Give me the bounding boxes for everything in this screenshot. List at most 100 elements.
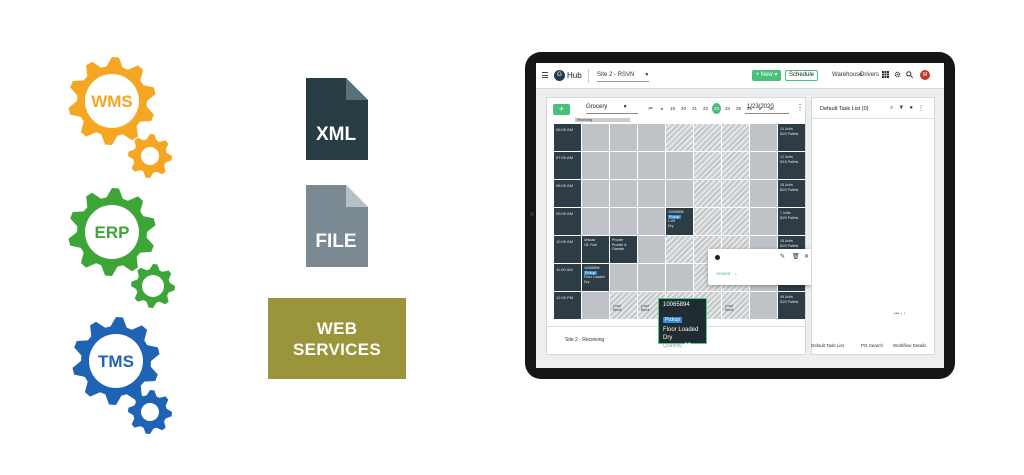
schedule-slot[interactable] (666, 264, 693, 291)
date-item[interactable]: 19 (669, 106, 675, 111)
date-item-selected[interactable]: 23 (712, 103, 721, 114)
schedule-slot[interactable] (610, 180, 637, 207)
schedule-slot[interactable] (750, 180, 777, 207)
appointment-tooltip: 10065894 Pickup Floor Loaded Dry Quantit… (658, 298, 707, 349)
dock-label: Load Block (613, 304, 622, 312)
date-item[interactable]: 24 (724, 106, 730, 111)
appointment-badge: Pickup (584, 270, 597, 275)
more-options-icon[interactable]: ⋮ (917, 106, 924, 112)
schedule-slot[interactable] (638, 208, 665, 235)
schedule-slot[interactable] (582, 180, 609, 207)
tab-default-task-list[interactable]: Default Task List (811, 343, 844, 348)
schedule-slot[interactable] (638, 124, 665, 151)
menu-icon[interactable] (542, 72, 548, 78)
new-button[interactable]: + New ▾ (752, 70, 781, 81)
schedule-slot[interactable] (610, 292, 637, 319)
appointment-line: I.B. Fuel (584, 242, 598, 247)
status-select[interactable]: Arrived ⌄ (716, 271, 738, 277)
edit-icon[interactable]: ✎ (780, 254, 786, 260)
schedule-slot[interactable] (610, 124, 637, 151)
schedule-slot[interactable] (722, 180, 749, 207)
appointment-id: Procter (612, 238, 624, 242)
schedule-slot[interactable] (694, 208, 721, 235)
appointment-badge: Pickup (668, 214, 681, 219)
schedule-slot[interactable] (610, 152, 637, 179)
appointment-id: 10065896 (584, 266, 600, 270)
date-item[interactable]: 25 (735, 106, 741, 111)
schedule-slot[interactable] (750, 152, 777, 179)
schedule-slot[interactable] (582, 208, 609, 235)
schedule-slot[interactable] (666, 152, 693, 179)
schedule-slot[interactable] (638, 180, 665, 207)
tms-gear-icon: TMS (72, 317, 160, 405)
app-top-bar: G Hub Site 2 - RSVN ▼ + New ▾ Schedule W… (536, 63, 944, 89)
schedule-slot[interactable] (582, 152, 609, 179)
grid-icon[interactable] (882, 71, 889, 78)
schedule-slot[interactable] (582, 124, 609, 151)
current-date[interactable]: 1/23/2020 (747, 104, 774, 110)
tab-workflow-details[interactable]: Workflow Details (893, 343, 927, 348)
trash-icon[interactable]: 🗑 (792, 254, 800, 260)
schedule-slot[interactable] (666, 236, 693, 263)
schedule-slot[interactable] (722, 292, 749, 319)
avatar[interactable]: M (920, 70, 930, 80)
schedule-slot[interactable] (582, 292, 609, 319)
date-underline (745, 113, 789, 114)
schedule-slot[interactable] (666, 124, 693, 151)
tab-po-search[interactable]: PO Search (861, 343, 884, 348)
first-page-icon[interactable]: ⏮ (648, 106, 653, 111)
erp-gear-icon: ERP (68, 188, 156, 276)
appointment-extra: Dry (584, 279, 590, 284)
date-item[interactable]: 21 (691, 106, 697, 111)
schedule-button[interactable]: Schedule (785, 70, 818, 81)
more-options-icon[interactable]: ⋮ (796, 103, 804, 112)
category-value: Grocery (586, 104, 608, 110)
schedule-slot[interactable] (638, 264, 665, 291)
warehouse-link[interactable]: Warehouse (832, 72, 863, 78)
schedule-slot[interactable] (638, 152, 665, 179)
schedule-slot[interactable] (638, 236, 665, 263)
task-pager[interactable]: ••• ‹ › (894, 311, 906, 317)
filter-icon[interactable]: ▼ (898, 105, 905, 111)
category-select[interactable]: Grocery ▼ (586, 104, 628, 110)
appointment-line: Procter & (612, 242, 627, 247)
date-strip: ⏮ ◂ 19 20 21 22 23 24 25 26 ▸ ⏭ (646, 103, 776, 114)
date-item[interactable]: 20 (680, 106, 686, 111)
xml-file-icon: XML (306, 78, 368, 160)
tooltip-quantity: Quantity: 12 (663, 343, 702, 349)
dock-label: Load Block (725, 304, 734, 312)
close-icon[interactable]: ✕ (804, 254, 810, 260)
prev-icon[interactable]: ◂ (660, 106, 663, 111)
time-label: 06:00 AM (554, 124, 581, 151)
schedule-slot[interactable] (750, 208, 777, 235)
site-select[interactable]: Site 2 - RSVN ▼ (597, 72, 649, 78)
schedule-slot[interactable] (750, 124, 777, 151)
drivers-link[interactable]: Drivers (860, 72, 879, 78)
slot-summary: 49 Units 8/20 Pallets (778, 292, 805, 319)
schedule-slot[interactable] (750, 292, 777, 319)
schedule-slot[interactable] (610, 208, 637, 235)
time-label: 07:00 AM (554, 152, 581, 179)
search-icon[interactable]: ⌕ (890, 105, 894, 111)
date-item[interactable]: 22 (702, 106, 708, 111)
dock-label: Load Block (641, 304, 650, 312)
person-icon[interactable]: ● (909, 105, 913, 111)
last-page-icon[interactable]: ⏭ (769, 106, 774, 111)
gear-icon[interactable] (894, 71, 901, 78)
schedule-slot[interactable] (722, 208, 749, 235)
next-icon[interactable]: ▸ (759, 106, 762, 111)
schedule-slot[interactable] (694, 152, 721, 179)
schedule-slot[interactable] (694, 124, 721, 151)
search-icon[interactable] (906, 71, 913, 78)
date-item[interactable]: 26 (746, 106, 752, 111)
add-button[interactable]: + (553, 104, 570, 115)
schedule-slot[interactable] (722, 124, 749, 151)
schedule-slot[interactable] (694, 180, 721, 207)
schedule-slot[interactable] (666, 180, 693, 207)
schedule-slot[interactable] (610, 264, 637, 291)
schedule-slot[interactable] (722, 152, 749, 179)
